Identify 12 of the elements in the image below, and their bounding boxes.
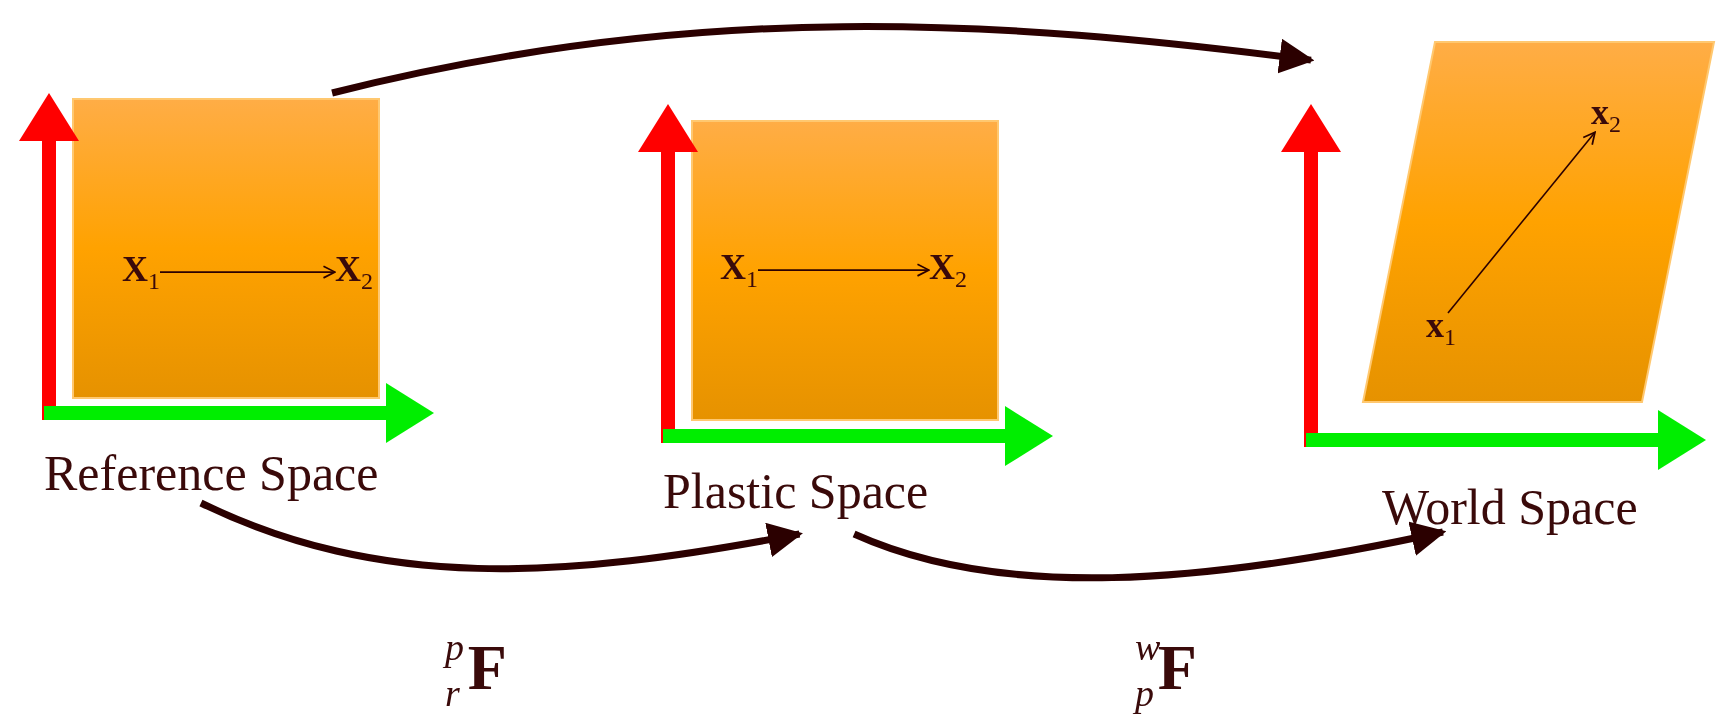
point-label: X$_{1}$ xyxy=(122,251,160,294)
arrow xyxy=(159,265,336,279)
arrow xyxy=(331,23,1315,97)
arrow xyxy=(1447,131,1596,314)
point-label: x$_{1}$ xyxy=(1426,307,1456,350)
point-label: X$_{2}$ xyxy=(929,249,967,292)
arrow xyxy=(199,499,803,572)
arrow xyxy=(852,521,1447,582)
point-label: x$_{2}$ xyxy=(1591,94,1621,137)
point-label: X$_{1}$ xyxy=(720,249,758,292)
point-label: X$_{2}$ xyxy=(335,251,373,294)
arrow xyxy=(757,263,930,277)
